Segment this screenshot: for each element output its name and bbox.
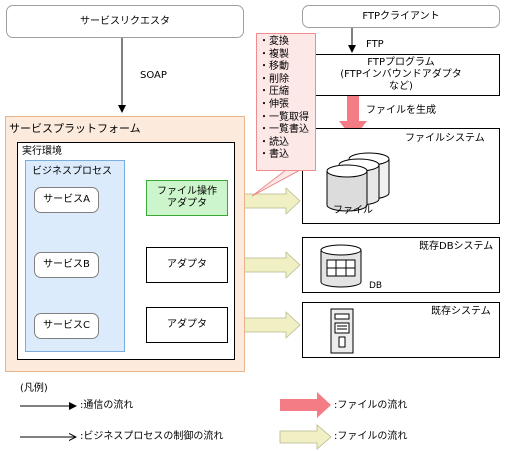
op-convert: ・変換 [259, 36, 289, 47]
platform-label: サービスプラットフォーム [9, 122, 141, 135]
op-delete: ・削除 [259, 73, 289, 85]
service-c-label: サービスC [43, 320, 90, 331]
op-copy: ・複製 [259, 48, 289, 60]
service-requester-box: サービスリクエスタ [6, 5, 244, 38]
adapter-c-box: アダプタ [146, 307, 228, 343]
service-requester-label: サービスリクエスタ [80, 15, 170, 27]
file-generation-label: ファイルを生成 [366, 105, 436, 116]
existing-db-system-box: 既存DBシステム DB [302, 237, 500, 293]
legend-control-label: :ビジネスプロセスの制御の流れ [80, 431, 224, 442]
soap-label: SOAP [140, 70, 167, 81]
service-b-label: サービスB [43, 259, 90, 270]
legend-comm-label: :通信の流れ [80, 400, 134, 411]
file-operation-adapter: ファイル操作 アダプタ [146, 180, 228, 216]
ftp-program-line2: (FTPインバウンドアダプタ [340, 69, 462, 80]
file-system-label: ファイルシステム [405, 133, 485, 144]
adapter-b-box: アダプタ [146, 247, 228, 283]
op-write: ・書込 [259, 149, 289, 161]
terminal-icon [330, 308, 354, 354]
existing-system-label: 既存システム [431, 306, 491, 317]
db-label: DB [369, 281, 383, 291]
file-system-box: ファイルシステム ファイル [302, 128, 500, 224]
adapter-b-label: アダプタ [167, 259, 207, 270]
existing-db-label: 既存DBシステム [419, 241, 494, 252]
business-process-label: ビジネスプロセス [32, 166, 112, 177]
op-move: ・移動 [259, 61, 289, 73]
ftp-client-label: FTPクライアント [362, 10, 440, 22]
file-cylinder-icon [326, 152, 390, 212]
existing-system-box: 既存システム [302, 302, 500, 358]
op-compress: ・圧縮 [259, 86, 289, 98]
service-c-box: サービスC [34, 313, 99, 339]
ftp-program-box: FTPプログラム (FTPインバウンドアダプタ など) [302, 54, 500, 96]
legend-title: (凡例) [20, 383, 48, 394]
op-decompress: ・伸張 [259, 98, 289, 110]
exec-env-label: 実行環境 [22, 146, 62, 157]
file-label: ファイル [333, 205, 373, 216]
operations-callout: ・変換 ・複製 ・移動 ・削除 ・圧縮 ・伸張 ・一覧取得 ・一覧書込 ・読込 … [256, 33, 316, 171]
ftp-label: FTP [366, 39, 384, 50]
ftp-client-box: FTPクライアント [302, 5, 500, 28]
legend-pink-arrow [280, 392, 331, 418]
legend-yellow-arrow [279, 424, 332, 450]
service-a-box: サービスA [34, 187, 99, 213]
adapter-c-label: アダプタ [167, 319, 207, 330]
service-a-label: サービスA [43, 194, 90, 205]
legend-pink-label: :ファイルの流れ [334, 400, 408, 411]
service-b-box: サービスB [34, 252, 99, 278]
file-adapter-line2: アダプタ [167, 198, 207, 209]
file-adapter-line1: ファイル操作 [157, 186, 217, 197]
op-list-get: ・一覧取得 [259, 111, 309, 123]
op-read: ・読込 [259, 136, 289, 148]
database-icon [320, 244, 362, 288]
ftp-program-line1: FTPプログラム [367, 57, 435, 68]
op-list-write: ・一覧書込 [259, 124, 309, 136]
ftp-program-line3: など) [389, 81, 413, 92]
legend-yellow-label: :ファイルの流れ [334, 431, 408, 442]
